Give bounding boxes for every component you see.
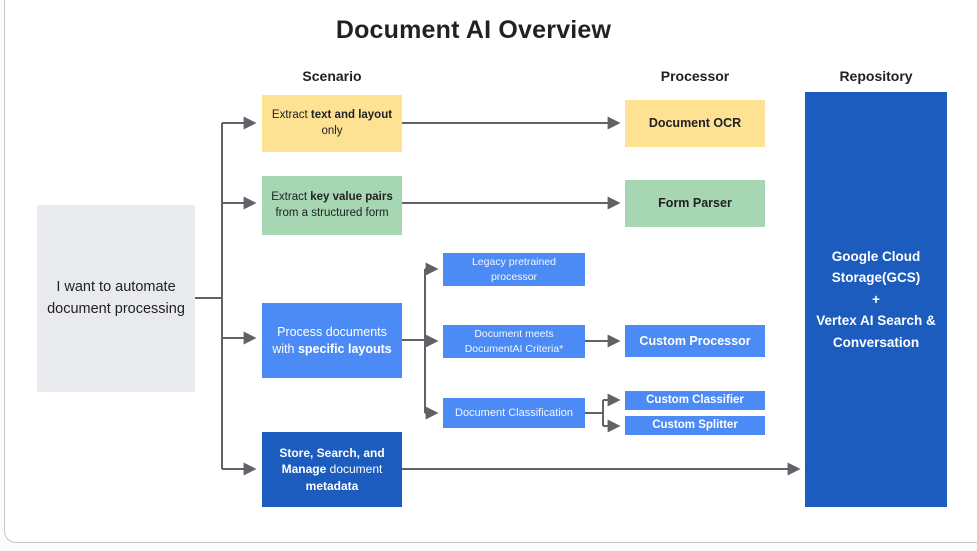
- box-branch-documentai-criteria: Document meets DocumentAI Criteria*: [443, 325, 585, 358]
- box-processor-document-ocr: Document OCR: [625, 100, 765, 147]
- box-scenario-store-search-manage: Store, Search, and Manage document metad…: [262, 432, 402, 507]
- box-scenario-extract-key-value: Extract key value pairs from a structure…: [262, 176, 402, 235]
- repository-line-1: Google Cloud Storage(GCS): [831, 248, 921, 286]
- column-header-processor: Processor: [660, 68, 730, 84]
- box-branch-legacy-pretrained: Legacy pretrained processor: [443, 253, 585, 286]
- repository-line-2: +: [872, 291, 880, 307]
- connector-layouts-branch-trunk: [402, 269, 426, 413]
- page-title: Document AI Overview: [335, 16, 612, 44]
- repository-line-3: Vertex AI Search & Conversation: [816, 313, 936, 350]
- box-scenario-extract-text-layout: Extract text and layout only: [262, 95, 402, 152]
- column-header-repository: Repository: [839, 68, 913, 84]
- box-branch-document-classification: Document Classification: [443, 398, 585, 428]
- column-header-scenario: Scenario: [302, 68, 362, 84]
- connector-classification-fork: [585, 400, 604, 426]
- box-scenario-specific-layouts: Process documents with specific layouts: [262, 303, 402, 378]
- box-processor-form-parser: Form Parser: [625, 180, 765, 227]
- box-repository-gcs-vertex: Google Cloud Storage(GCS) + Vertex AI Se…: [805, 92, 947, 507]
- box-processor-custom-classifier: Custom Classifier: [625, 391, 765, 410]
- connector-intent-trunk: [195, 123, 223, 469]
- box-processor-custom-splitter: Custom Splitter: [625, 416, 765, 435]
- box-intent: I want to automate document processing: [37, 205, 195, 392]
- box-processor-custom-processor: Custom Processor: [625, 325, 765, 357]
